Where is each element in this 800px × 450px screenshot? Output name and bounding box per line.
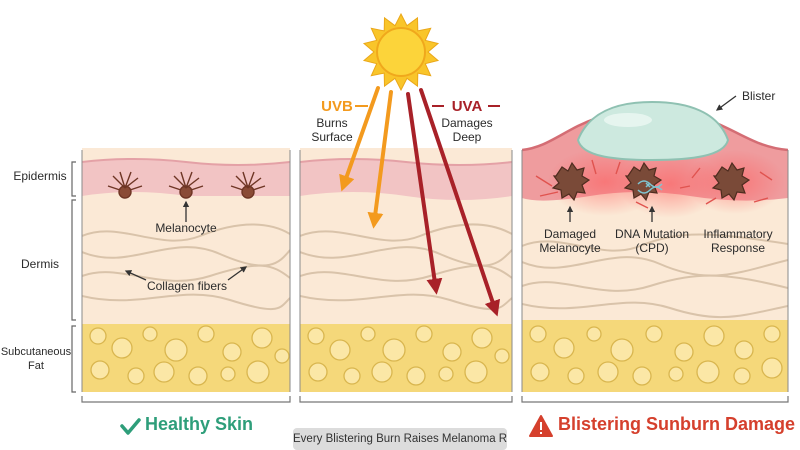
subcutaneous-label: Subcutaneous: [1, 346, 72, 358]
collagen-label: Collagen fibers: [147, 279, 227, 293]
uva-desc-line2: Deep: [453, 130, 482, 144]
blister-bubble: [578, 102, 728, 160]
check-icon: [122, 420, 139, 433]
layer-labels: Epidermis Dermis Subcutaneous Fat: [1, 162, 76, 392]
blister-pointer: [717, 96, 736, 110]
epidermis-label: Epidermis: [13, 169, 66, 183]
uva-title: UVA: [452, 98, 483, 115]
melanoma-risk-banner: Every Blistering Burn Raises Melanoma Ri…: [293, 428, 507, 450]
bottom-brackets: [82, 396, 788, 402]
layer-brackets: [72, 162, 76, 392]
dermis-label: Dermis: [21, 257, 59, 271]
dna-mutation-label-2: (CPD): [635, 241, 668, 255]
damaged-melanocyte-label-2: Melanocyte: [539, 241, 601, 255]
melanocyte-label: Melanocyte: [155, 221, 217, 235]
blister-label: Blister: [742, 89, 775, 103]
dna-mutation-label-1: DNA Mutation: [615, 227, 689, 241]
blistering-damage-caption: Blistering Sunburn Damage: [558, 414, 795, 435]
uvb-desc-line2: Surface: [311, 130, 353, 144]
healthy-skin-caption: Healthy Skin: [145, 414, 253, 435]
damaged-melanocyte-label-1: Damaged: [544, 227, 596, 241]
sun-icon: [364, 14, 438, 90]
inflammatory-label-1: Inflammatory: [703, 227, 772, 241]
uvb-desc-line1: Burns: [316, 116, 347, 130]
inflammatory-label-2: Response: [711, 241, 765, 255]
warning-icon: [530, 416, 552, 436]
fat-label: Fat: [28, 360, 44, 372]
healthy-skin-panel: [82, 148, 290, 392]
uvb-title: UVB: [321, 98, 353, 115]
uva-desc-line1: Damages: [441, 116, 492, 130]
